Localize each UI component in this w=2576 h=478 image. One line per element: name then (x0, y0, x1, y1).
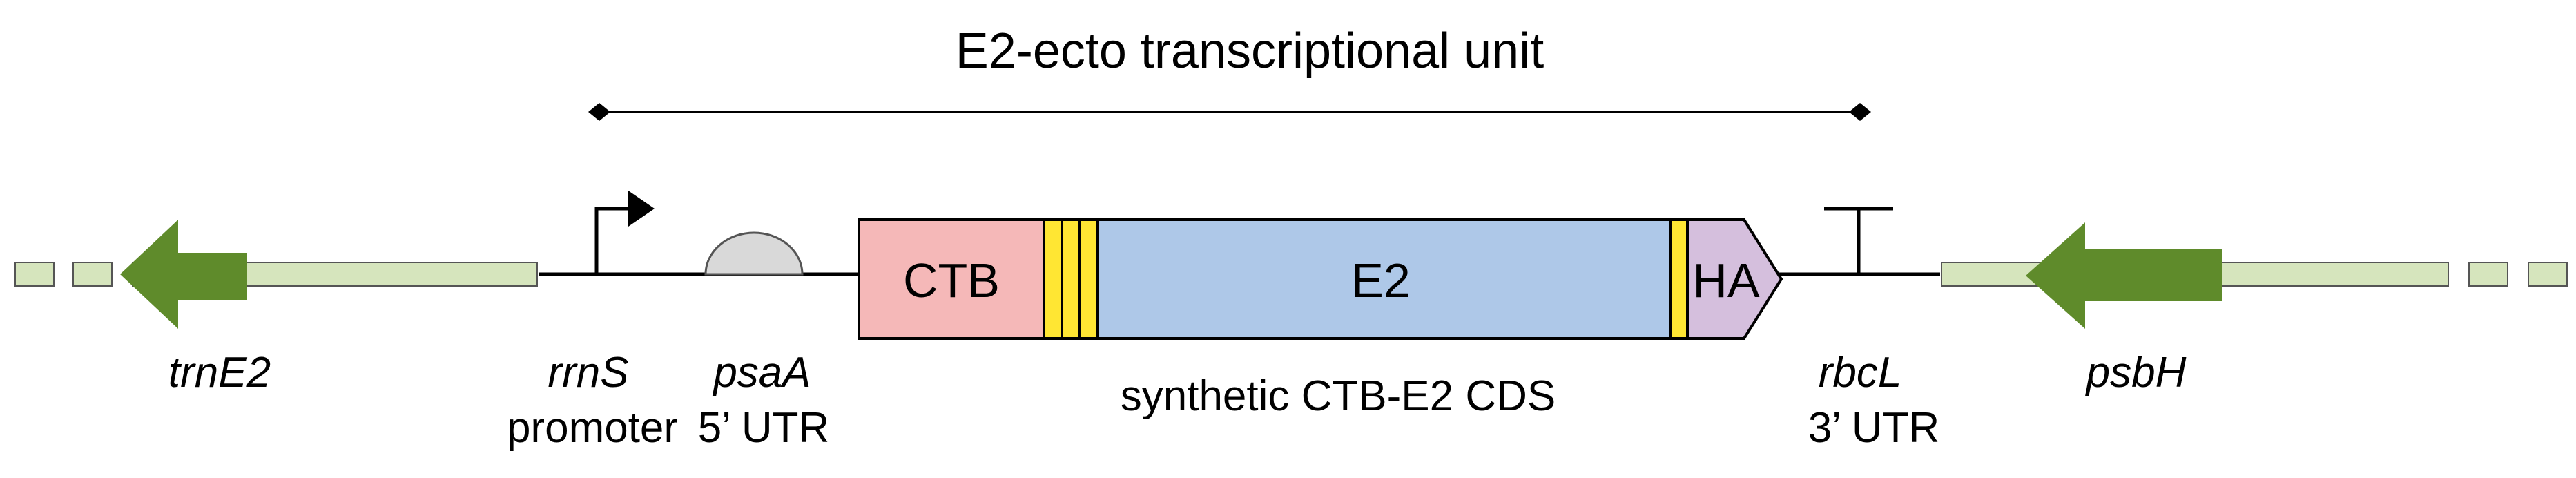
ha-label: HA (1692, 254, 1760, 307)
cds-block: CTB E2 HA (858, 218, 1783, 340)
utr5-label: 5’ UTR (698, 404, 830, 452)
flank-dash-4 (2528, 262, 2568, 287)
rrnS-label: rrnS (548, 349, 628, 396)
e2-label: E2 (1351, 254, 1411, 307)
promoter-label: promoter (507, 404, 678, 452)
t-bar-terminator-icon (1824, 207, 1893, 274)
e2-segment (1096, 218, 1672, 340)
linker-stripe-4 (1669, 218, 1689, 340)
bent-arrow-promoter-icon (594, 191, 655, 274)
ctb-label: CTB (903, 254, 1000, 307)
linker-stripe-2 (1061, 218, 1081, 340)
cds-label: synthetic CTB-E2 CDS (1121, 372, 1556, 420)
psaA-label: psaA (712, 349, 811, 396)
ctb-segment (858, 218, 1045, 340)
flank-dash-1 (14, 262, 55, 287)
trnE2-label: trnE2 (168, 349, 271, 396)
flank-dash-2 (72, 262, 113, 287)
linker-stripe-3 (1078, 218, 1099, 340)
rbcL-label: rbcL (1819, 349, 1902, 396)
semicircle-utr-icon (704, 231, 804, 276)
flank-dash-3 (2468, 262, 2508, 287)
psbH-gene-arrow-shape (2026, 222, 2222, 329)
left-flank (14, 220, 538, 329)
right-flank (1941, 222, 2568, 329)
psbH-label: psbH (2085, 349, 2187, 396)
linker-stripe-1 (1043, 218, 1063, 340)
transcriptional-unit-bracket (588, 103, 1871, 121)
trnE2-gene-arrow (120, 220, 247, 329)
ha-segment (1686, 218, 1783, 340)
utr3-label: 3’ UTR (1808, 404, 1940, 452)
diagram-title: E2-ecto transcriptional unit (956, 23, 1544, 79)
